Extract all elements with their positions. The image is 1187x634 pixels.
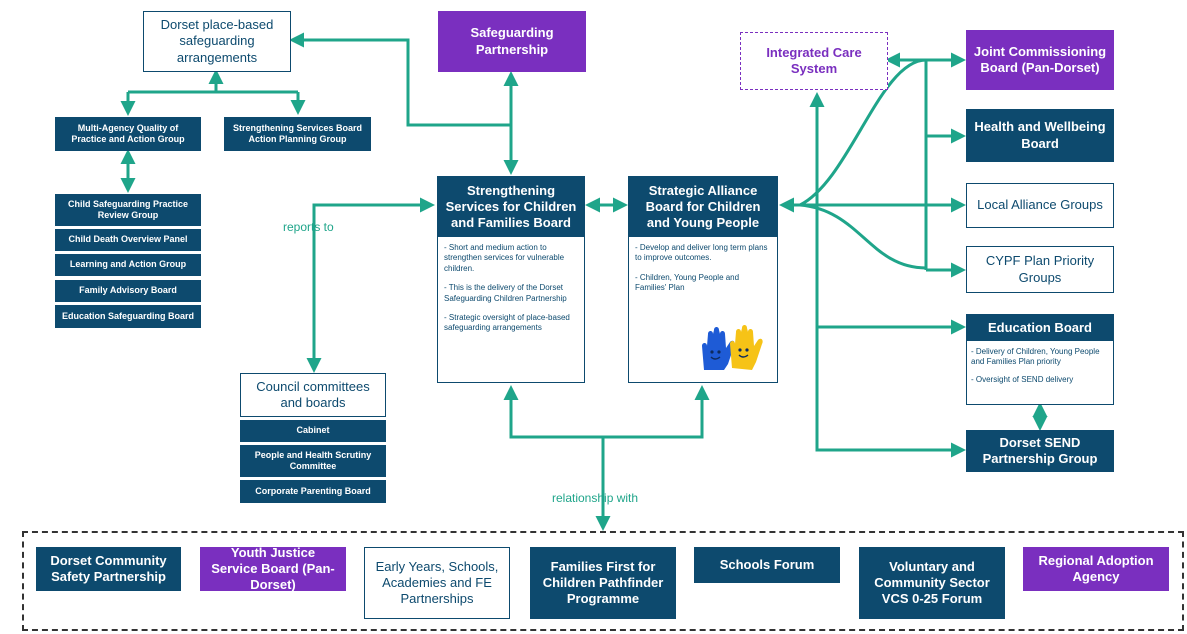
corporate-parenting-label: Corporate Parenting Board (255, 485, 371, 496)
cabinet-label: Cabinet (296, 425, 330, 436)
child-practice-review-box: Child Safeguarding Practice Review Group (55, 194, 201, 226)
education-safeguarding-label: Education Safeguarding Board (61, 310, 194, 321)
footer-youth-justice: Youth Justice Service Board (Pan-Dorset) (200, 544, 346, 593)
strengthening-point-1: - Short and medium action to strengthen … (444, 243, 565, 273)
dorset-send-box: Dorset SEND Partnership Group (966, 430, 1114, 472)
safeguarding-partnership-box: Safeguarding Partnership (438, 11, 586, 72)
education-board-points: - Delivery of Children, Young People and… (967, 341, 1113, 400)
footer-regional-adoption: Regional Adoption Agency (1023, 547, 1169, 591)
footer-vcs-forum-label: Voluntary and Community Sector VCS 0-25 … (874, 558, 990, 607)
integrated-care-box: Integrated Care System (740, 32, 888, 90)
strengthening-point-3: - Strategic oversight of place-based saf… (444, 312, 570, 333)
learning-action-box: Learning and Action Group (55, 254, 201, 276)
education-point-1: - Delivery of Children, Young People and… (971, 347, 1100, 367)
footer-families-first-label: Families First for Children Pathfinder P… (542, 558, 664, 607)
footer-vcs-forum: Voluntary and Community Sector VCS 0-25 … (859, 547, 1005, 619)
local-alliance-box: Local Alliance Groups (966, 183, 1114, 228)
strategic-point-2: - Children, Young People and Families' P… (635, 272, 740, 293)
joint-commissioning-label: Joint Commissioning Board (Pan-Dorset) (973, 43, 1107, 75)
child-death-panel-box: Child Death Overview Panel (55, 229, 201, 251)
cypf-priority-box: CYPF Plan Priority Groups (966, 246, 1114, 293)
dorset-send-label: Dorset SEND Partnership Group (982, 434, 1098, 466)
family-advisory-label: Family Advisory Board (79, 285, 177, 296)
relationship-with-label: relationship with (552, 491, 639, 505)
education-board-panel: Education Board - Delivery of Children, … (966, 314, 1114, 405)
dorset-place-based-box: Dorset place-based safeguarding arrangem… (143, 11, 291, 72)
child-practice-review-label: Child Safeguarding Practice Review Group (67, 198, 189, 220)
footer-schools-forum-label: Schools Forum (719, 556, 815, 572)
strengthening-board-title: Strengthening Services for Children and … (438, 177, 584, 237)
footer-community-safety-label: Dorset Community Safety Partnership (50, 552, 167, 584)
ssb-action-planning-box: Strengthening Services Board Action Plan… (224, 117, 371, 151)
learning-action-label: Learning and Action Group (69, 259, 187, 270)
strengthening-board-points: - Short and medium action to strengthen … (438, 237, 584, 349)
safeguarding-partnership-label: Safeguarding Partnership (470, 25, 554, 57)
footer-community-safety: Dorset Community Safety Partnership (36, 547, 181, 591)
integrated-care-label: Integrated Care System (766, 44, 862, 76)
footer-youth-justice-label: Youth Justice Service Board (Pan-Dorset) (211, 544, 335, 593)
corporate-parenting-box: Corporate Parenting Board (240, 480, 386, 503)
health-wellbeing-box: Health and Wellbeing Board (966, 109, 1114, 162)
footer-schools-forum: Schools Forum (694, 547, 840, 583)
footer-early-years-label: Early Years, Schools, Academies and FE P… (375, 558, 499, 607)
cabinet-box: Cabinet (240, 420, 386, 442)
reports-to-label: reports to (283, 220, 334, 234)
footer-families-first: Families First for Children Pathfinder P… (530, 547, 676, 619)
ssb-action-planning-label: Strengthening Services Board Action Plan… (232, 122, 363, 144)
strategic-alliance-points: - Develop and deliver long term plans to… (629, 237, 777, 309)
joint-commissioning-box: Joint Commissioning Board (Pan-Dorset) (966, 30, 1114, 90)
footer-regional-adoption-label: Regional Adoption Agency (1038, 552, 1154, 584)
strengthening-board-panel: Strengthening Services for Children and … (437, 176, 585, 383)
council-committees-box: Council committees and boards (240, 373, 386, 417)
multi-agency-label: Multi-Agency Quality of Practice and Act… (71, 122, 185, 144)
strategic-point-1: - Develop and deliver long term plans to… (635, 243, 768, 263)
people-health-scrutiny-box: People and Health Scrutiny Committee (240, 445, 386, 477)
education-safeguarding-box: Education Safeguarding Board (55, 305, 201, 328)
health-wellbeing-label: Health and Wellbeing Board (974, 119, 1106, 151)
education-board-title: Education Board (967, 315, 1113, 341)
strategic-alliance-title: Strategic Alliance Board for Children an… (629, 177, 777, 237)
footer-dashed-border (22, 531, 1184, 631)
hands-logo-icon (702, 325, 763, 370)
family-advisory-box: Family Advisory Board (55, 280, 201, 302)
dorset-place-based-label: Dorset place-based safeguarding arrangem… (160, 17, 274, 65)
council-committees-label: Council committees and boards (256, 378, 370, 410)
local-alliance-label: Local Alliance Groups (977, 197, 1103, 213)
strengthening-point-2: - This is the delivery of the Dorset Saf… (444, 283, 567, 303)
people-health-scrutiny-label: People and Health Scrutiny Committee (254, 449, 372, 471)
education-point-2: - Oversight of SEND delivery (971, 374, 1074, 384)
footer-early-years: Early Years, Schools, Academies and FE P… (364, 547, 510, 619)
cypf-priority-label: CYPF Plan Priority Groups (985, 253, 1095, 285)
multi-agency-box: Multi-Agency Quality of Practice and Act… (55, 117, 201, 151)
child-death-panel-label: Child Death Overview Panel (68, 234, 188, 245)
